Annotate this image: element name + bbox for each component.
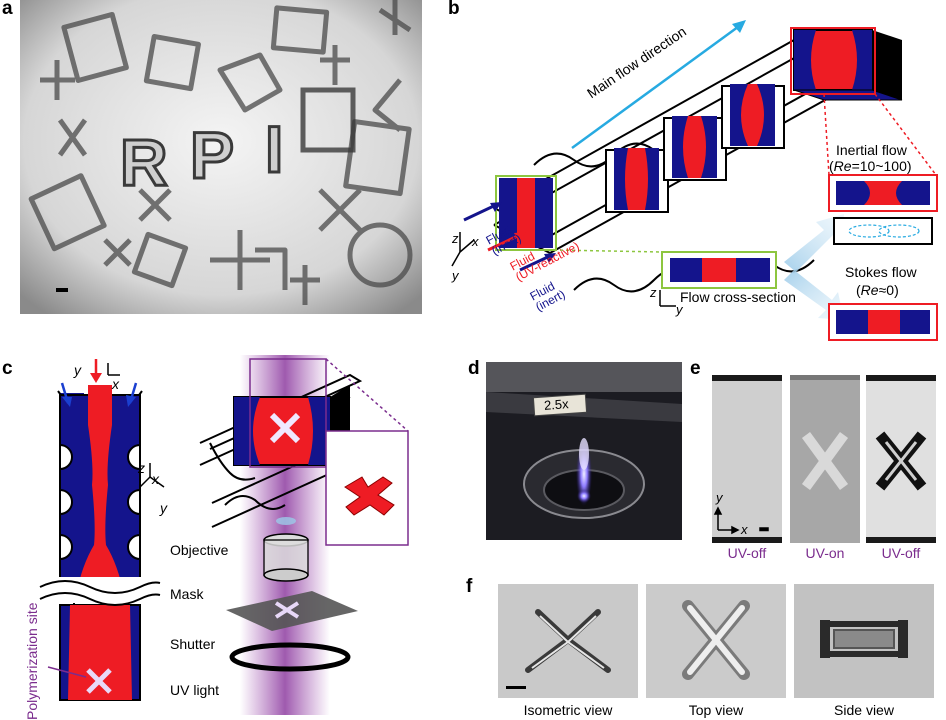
panel-f-top-photo xyxy=(646,584,786,698)
axis3d-x-c: x xyxy=(152,471,159,487)
stokes-re-value: ≈0 xyxy=(878,282,895,298)
axis-z-b: z xyxy=(452,231,459,246)
axis3d-z-c: z xyxy=(138,460,145,476)
inertial-re-symbol: Re xyxy=(833,158,852,174)
polymerization-site-label: Polymerization site xyxy=(24,602,40,720)
stokes-re-symbol: Re xyxy=(860,282,879,298)
letter-r: R xyxy=(120,125,168,199)
mask-label: Mask xyxy=(170,586,204,602)
panel-f-side-photo xyxy=(794,584,934,698)
scale-bar xyxy=(56,288,68,292)
stokes-flow-label: Stokes flow xyxy=(845,264,917,280)
panel-label-f: f xyxy=(466,576,473,597)
letter-i: I xyxy=(265,112,283,186)
magnification-label: 2.5x xyxy=(543,396,570,413)
panel-f-label-3: Side view xyxy=(834,702,894,718)
flow-cross-section-label: Flow cross-section xyxy=(680,289,796,305)
cs-axis-y: y xyxy=(676,302,683,317)
axis-x-c: x xyxy=(112,376,119,392)
panel-e-frame-2 xyxy=(790,375,860,543)
uv-light-label: UV light xyxy=(170,682,220,698)
panel-b-schematic xyxy=(451,20,938,341)
cs-axis-z: z xyxy=(650,285,657,300)
axis-y-c: y xyxy=(74,362,81,378)
stokes-re-label: (Re≈0) xyxy=(856,282,899,298)
panel-f-isometric-photo xyxy=(498,584,638,698)
panel-a-micrograph: R P I xyxy=(20,0,422,314)
panel-f-label-2: Top view xyxy=(688,702,744,718)
panel-e-label-1: UV-off xyxy=(727,545,767,561)
axis-x-b: x xyxy=(472,234,479,249)
panel-c-schematic xyxy=(39,355,409,715)
shutter-label: Shutter xyxy=(170,636,216,652)
axis-y-b: y xyxy=(452,268,459,283)
axis-x-e: x xyxy=(741,522,748,537)
panel-f-label-1: Isometric view xyxy=(523,702,613,718)
letter-p: P xyxy=(190,118,234,192)
objective-label: Objective xyxy=(170,542,229,558)
panel-d-photo: 2.5x xyxy=(486,362,682,540)
panel-label-d: d xyxy=(468,358,480,379)
inertial-re-value: =10~100 xyxy=(851,158,907,174)
panel-e-frame-1 xyxy=(712,375,782,543)
axis3d-y-c: y xyxy=(160,500,167,516)
inertial-re-label: (Re=10~100) xyxy=(829,158,912,174)
scale-bar-f xyxy=(506,686,526,689)
panel-e-axes xyxy=(713,506,769,535)
axis-y-e: y xyxy=(716,490,723,505)
panel-label-c: c xyxy=(2,358,13,379)
panel-e-frame-3 xyxy=(866,375,936,543)
panel-e-label-3: UV-off xyxy=(881,545,921,561)
panel-label-e: e xyxy=(690,358,701,379)
panel-e-label-2: UV-on xyxy=(805,545,845,561)
panel-label-b: b xyxy=(448,0,460,19)
panel-label-a: a xyxy=(2,0,13,19)
inertial-flow-label: Inertial flow xyxy=(836,142,907,158)
